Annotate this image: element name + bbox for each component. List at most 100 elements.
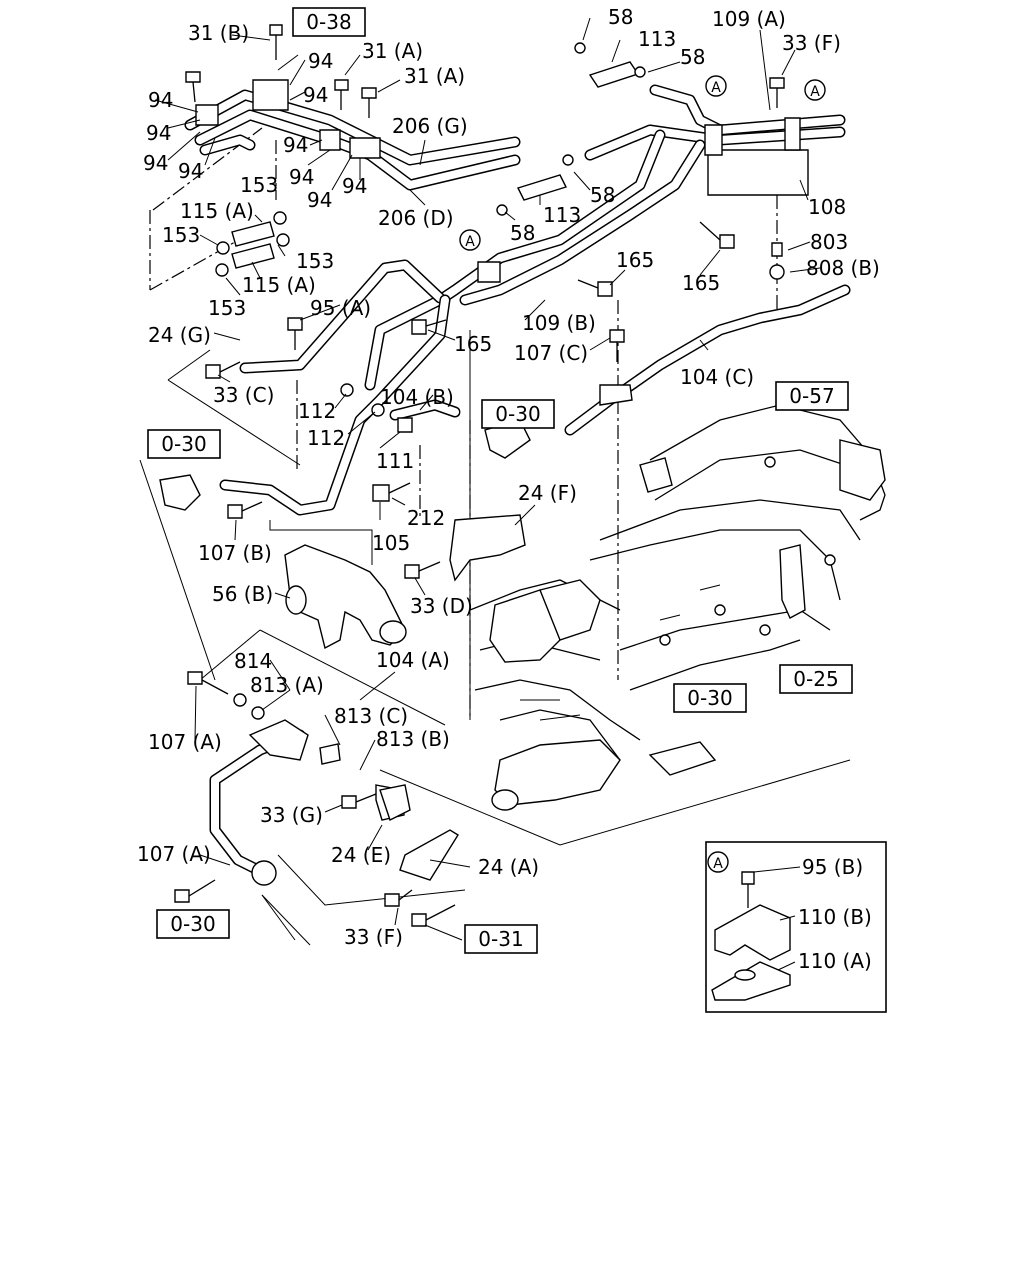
callout-113: 113: [543, 203, 581, 227]
callout-58: 58: [608, 5, 633, 29]
svg-text:0-30: 0-30: [161, 432, 206, 456]
callout-104c: 104 (C): [680, 365, 754, 389]
callout-24f: 24 (F): [518, 481, 577, 505]
callout-94: 94: [289, 165, 314, 189]
callout-104b: 104 (B): [380, 385, 454, 409]
callout-labels: 31 (B) 31 (A) 31 (A) 94 94 94 94 94 94 9…: [137, 5, 880, 973]
svg-text:0-30: 0-30: [687, 686, 732, 710]
thermostat-housing: [284, 544, 407, 650]
ref-box-0-25: 0-25: [779, 664, 853, 694]
hoses-and-fittings: [159, 42, 717, 776]
callout-33d: 33 (D): [410, 594, 473, 618]
svg-text:A: A: [465, 234, 475, 250]
svg-text:A: A: [711, 80, 721, 96]
callout-109a: 109 (A): [712, 7, 786, 31]
callout-206d: 206 (D): [378, 206, 454, 230]
callout-58: 58: [510, 221, 535, 245]
callout-212: 212: [407, 506, 445, 530]
callout-33g: 33 (G): [260, 803, 323, 827]
callout-95b: 95 (B): [802, 855, 863, 879]
callout-94: 94: [283, 133, 308, 157]
callout-111: 111: [376, 449, 414, 473]
callout-153: 153: [162, 223, 200, 247]
ref-box-0-38: 0-38: [292, 7, 366, 37]
callout-153: 153: [296, 249, 334, 273]
callout-31a: 31 (A): [404, 64, 465, 88]
detail-marker-a: A: [705, 75, 727, 97]
svg-text:A: A: [713, 856, 723, 872]
callout-104a: 104 (A): [376, 648, 450, 672]
callout-31a: 31 (A): [362, 39, 423, 63]
callout-165: 165: [616, 248, 654, 272]
callout-94: 94: [342, 174, 367, 198]
clamp-detail-inset: [705, 841, 887, 1013]
callout-110b: 110 (B): [798, 905, 872, 929]
callout-112: 112: [298, 399, 336, 423]
svg-text:0-57: 0-57: [789, 384, 834, 408]
svg-text:0-30: 0-30: [495, 402, 540, 426]
callout-33f: 33 (F): [344, 925, 403, 949]
callout-165: 165: [454, 332, 492, 356]
callout-105: 105: [372, 531, 410, 555]
callout-94: 94: [143, 151, 168, 175]
callout-107a: 107 (A): [148, 730, 222, 754]
leader-frames: [139, 330, 851, 946]
callout-115a: 115 (A): [242, 273, 316, 297]
callout-24e: 24 (E): [331, 843, 391, 867]
leader-lines: [154, 17, 821, 971]
svg-text:0-30: 0-30: [170, 912, 215, 936]
svg-text:0-25: 0-25: [793, 667, 838, 691]
detail-marker-a: A: [804, 79, 826, 101]
callout-31b: 31 (B): [188, 21, 249, 45]
callout-153: 153: [208, 296, 246, 320]
callout-94: 94: [148, 88, 173, 112]
callout-24a: 24 (A): [478, 855, 539, 879]
ref-box-0-57: 0-57: [775, 381, 849, 411]
callout-813b: 813 (B): [376, 727, 450, 751]
ref-box-0-30: 0-30: [481, 399, 555, 429]
callout-115a: 115 (A): [180, 199, 254, 223]
callout-113: 113: [638, 27, 676, 51]
callout-808b: 808 (B): [806, 256, 880, 280]
callout-58: 58: [680, 45, 705, 69]
callout-56b: 56 (B): [212, 582, 273, 606]
callout-107b: 107 (B): [198, 541, 272, 565]
callout-108: 108: [808, 195, 846, 219]
callout-206g: 206 (G): [392, 114, 468, 138]
reference-boxes: 0-38 0-57 0-25 0-30 0-30 0-30 0-30 0-31: [147, 7, 853, 954]
callout-95a: 95 (A): [310, 296, 371, 320]
callout-109b: 109 (B): [522, 311, 596, 335]
callout-813a: 813 (A): [250, 673, 324, 697]
detail-marker-a: A: [459, 229, 481, 251]
svg-text:A: A: [810, 84, 820, 100]
callout-153: 153: [240, 173, 278, 197]
callout-803: 803: [810, 230, 848, 254]
callout-94: 94: [146, 121, 171, 145]
callout-110a: 110 (A): [798, 949, 872, 973]
detail-markers: A A A A: [459, 75, 826, 873]
callout-94: 94: [178, 159, 203, 183]
svg-text:0-31: 0-31: [478, 927, 523, 951]
callout-814: 814: [234, 649, 272, 673]
engine-assembly: [469, 404, 886, 811]
upper-pipe-harness: [184, 79, 851, 516]
svg-text:0-38: 0-38: [306, 10, 351, 34]
callout-24g: 24 (G): [148, 323, 211, 347]
callout-107c: 107 (C): [514, 341, 588, 365]
detail-marker-a: A: [707, 851, 729, 873]
callout-33c: 33 (C): [213, 383, 274, 407]
ref-box-0-30: 0-30: [147, 429, 221, 459]
callout-94: 94: [308, 49, 333, 73]
ref-box-0-31: 0-31: [464, 924, 538, 954]
callout-107a: 107 (A): [137, 842, 211, 866]
callout-58: 58: [590, 183, 615, 207]
lower-water-pipe: [209, 693, 459, 886]
callout-813c: 813 (C): [334, 704, 408, 728]
callout-94: 94: [303, 83, 328, 107]
callout-33f: 33 (F): [782, 31, 841, 55]
callout-112: 112: [307, 426, 345, 450]
brackets: [379, 384, 633, 821]
bolts: [174, 24, 785, 927]
